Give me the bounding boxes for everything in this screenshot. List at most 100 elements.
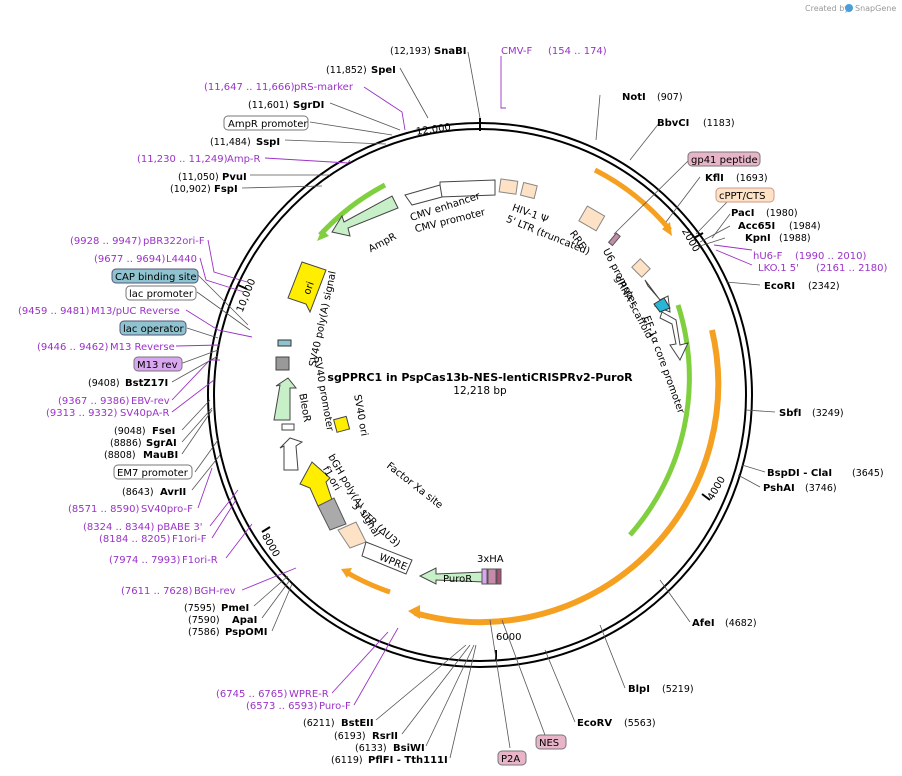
primer-name[interactable]: M13 Reverse xyxy=(110,342,175,353)
feature-em7-arrow xyxy=(279,437,304,471)
enzyme-name[interactable]: BbvCI xyxy=(657,118,689,129)
primer-name[interactable]: CMV-F xyxy=(501,46,532,57)
box-label[interactable]: EM7 promoter xyxy=(117,468,189,479)
box-label[interactable]: M13 rev xyxy=(137,360,178,371)
green-arc-top xyxy=(318,182,387,237)
primer-name[interactable]: F1ori-F xyxy=(172,534,207,545)
primer-name[interactable]: BGH-rev xyxy=(194,586,236,597)
primer-name[interactable]: L4440 xyxy=(166,254,197,265)
enzyme-name[interactable]: FspI xyxy=(214,184,238,195)
enzyme-name[interactable]: SgrDI xyxy=(293,100,324,111)
credit-prefix: Created by xyxy=(805,4,849,13)
primer-name[interactable]: pRS-marker xyxy=(294,82,354,93)
enzyme-name[interactable]: KpnI xyxy=(745,233,771,244)
enzyme-name[interactable]: EcoRI xyxy=(764,281,795,292)
label-ampr: AmpR xyxy=(367,231,399,255)
box-label[interactable]: lac operator xyxy=(123,324,184,335)
primer-pos: (8184 .. 8205) xyxy=(99,534,171,545)
enzyme-name[interactable]: BsiWI xyxy=(393,743,425,754)
feature-cmv: CMV enhancer CMV promoter xyxy=(404,179,496,235)
enzyme-name[interactable]: BstEII xyxy=(341,718,374,729)
box-label[interactable]: gp41 peptide xyxy=(691,155,758,166)
enzyme-pos: (3645) xyxy=(852,468,884,479)
feature-lac-box xyxy=(277,339,292,347)
enzyme-pos: (4682) xyxy=(725,618,757,629)
enzyme-pos: (8886) xyxy=(110,438,142,449)
enzyme-pos: (907) xyxy=(657,92,683,103)
position-ticks xyxy=(237,118,711,660)
enzyme-pos: (6119) xyxy=(331,755,363,766)
enzyme-name[interactable]: PspOMI xyxy=(225,627,267,638)
enzyme-name[interactable]: EcoRV xyxy=(577,718,612,729)
enzyme-name[interactable]: SbfI xyxy=(779,408,801,419)
primer-pos: (9446 .. 9462) xyxy=(37,342,109,353)
enzyme-name[interactable]: BlpI xyxy=(628,684,650,695)
primer-name[interactable]: F1ori-R xyxy=(182,555,218,566)
box-cppt xyxy=(715,187,775,203)
box-em7-promoter xyxy=(113,464,193,480)
enzyme-name[interactable]: AfeI xyxy=(692,618,715,629)
primer-name[interactable]: hU6-F xyxy=(753,251,783,262)
primer-pos: (8571 .. 8590) xyxy=(68,504,140,515)
enzyme-name[interactable]: RsrII xyxy=(372,731,398,742)
primer-name[interactable]: WPRE-R xyxy=(289,689,329,700)
primer-name[interactable]: Amp-R xyxy=(227,154,261,165)
enzyme-name[interactable]: BstZ17I xyxy=(125,378,168,389)
enzyme-name[interactable]: PvuI xyxy=(222,172,247,183)
plasmid-name: sgPPRC1 in PspCas13b-NES-lentiCRISPRv2-P… xyxy=(327,371,633,384)
primer-name[interactable]: SV40pA-R xyxy=(120,408,169,419)
box-nes xyxy=(535,734,567,750)
enzyme-name[interactable]: KflI xyxy=(705,173,724,184)
primer-pos: (6745 .. 6765) xyxy=(216,689,288,700)
enzyme-name[interactable]: SnaBI xyxy=(434,46,466,57)
label-ef1a: EF-1α core promoter xyxy=(640,315,686,416)
primer-name[interactable]: SV40pro-F xyxy=(141,504,193,515)
enzyme-name[interactable]: SspI xyxy=(256,137,280,148)
enzyme-pos: (2342) xyxy=(808,281,840,292)
primer-name[interactable]: EBV-rev xyxy=(131,396,170,407)
enzyme-name[interactable]: BspDI - ClaI xyxy=(767,468,832,479)
enzyme-name[interactable]: SgrAI xyxy=(146,438,177,449)
feature-5ltr-box xyxy=(498,178,519,195)
box-label[interactable]: P2A xyxy=(501,754,520,765)
enzyme-name[interactable]: PacI xyxy=(731,208,754,219)
primer-pos: (1990 .. 2010) xyxy=(795,251,867,262)
enzyme-pos: (6211) xyxy=(303,718,335,729)
enzyme-name[interactable]: PmeI xyxy=(221,603,249,614)
plasmid-size: 12,218 bp xyxy=(453,385,507,397)
primer-name[interactable]: pBR322ori-F xyxy=(143,236,205,247)
enzyme-name[interactable]: AvrII xyxy=(160,487,186,498)
feature-psi-box xyxy=(519,181,538,200)
primer-pos: (7611 .. 7628) xyxy=(121,586,193,597)
enzyme-name[interactable]: SpeI xyxy=(371,65,396,76)
enzyme-pos: (9048) xyxy=(114,426,146,437)
box-label[interactable]: lac promoter xyxy=(129,289,194,300)
enzyme-pos: (12,193) xyxy=(390,46,431,57)
primer-pos: (9928 .. 9947) xyxy=(70,236,142,247)
primer-name[interactable]: LKO.1 5' xyxy=(758,263,799,274)
enzyme-name[interactable]: Acc65I xyxy=(738,221,775,232)
enzyme-name[interactable]: PflFI - Tth111I xyxy=(368,755,448,766)
box-label[interactable]: NES xyxy=(539,738,559,749)
box-m13-rev xyxy=(133,356,183,372)
orange-arc-bottom-head xyxy=(341,568,352,578)
enzyme-name[interactable]: PshAI xyxy=(763,483,795,494)
feature-puror-arrow xyxy=(418,567,485,585)
enzyme-pos: (3746) xyxy=(805,483,837,494)
box-label[interactable]: cPPT/CTS xyxy=(719,191,765,202)
primer-name[interactable]: Puro-F xyxy=(319,701,351,712)
enzyme-name[interactable]: FseI xyxy=(152,426,175,437)
label-3xha: 3xHA xyxy=(477,554,504,565)
box-p2a xyxy=(497,750,527,766)
enzyme-name[interactable]: ApaI xyxy=(232,615,257,626)
box-label[interactable]: CAP binding site xyxy=(115,272,197,283)
primer-name[interactable]: pBABE 3' xyxy=(157,522,203,533)
primer-name[interactable]: M13/pUC Reverse xyxy=(91,306,180,317)
box-lac-operator xyxy=(119,320,187,336)
orange-arc-right xyxy=(414,329,722,626)
enzyme-name[interactable]: MauBI xyxy=(143,450,178,461)
box-label[interactable]: AmpR promoter xyxy=(228,119,308,130)
enzyme-name[interactable]: NotI xyxy=(622,92,646,103)
enzyme-pos: (5219) xyxy=(662,684,694,695)
